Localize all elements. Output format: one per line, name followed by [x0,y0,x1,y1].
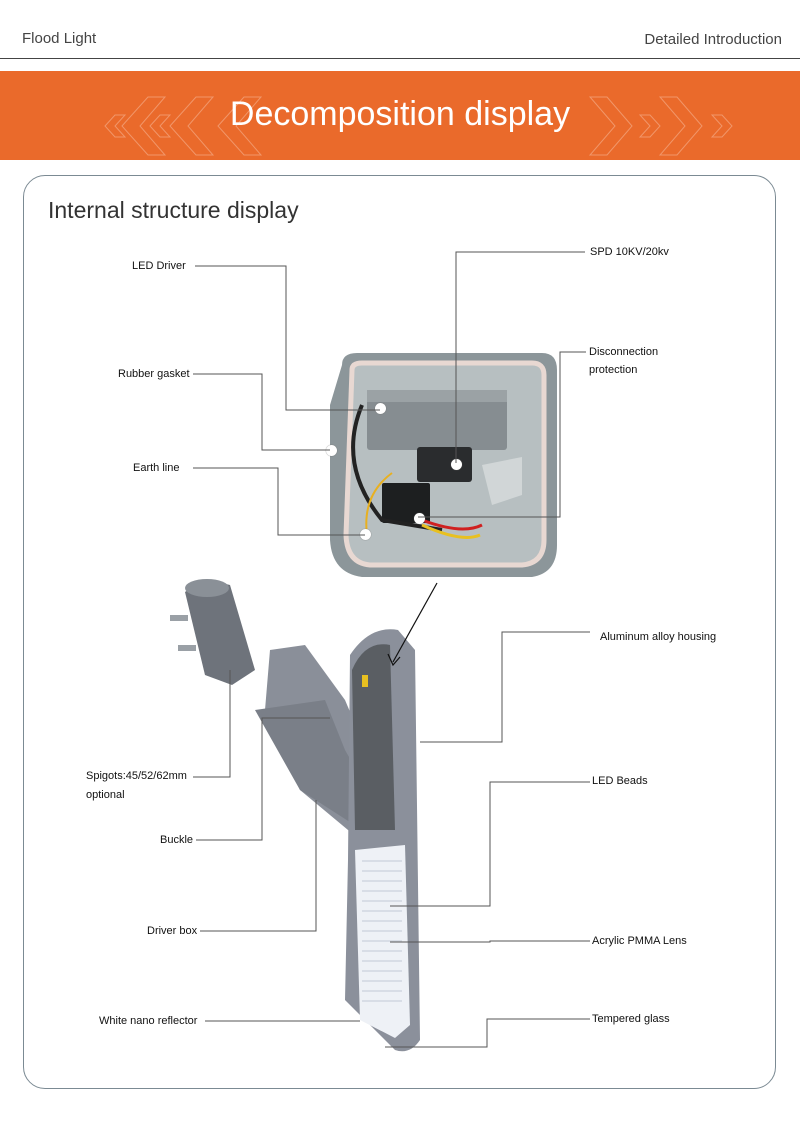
callout-acrylic-lens: Acrylic PMMA Lens [592,935,687,947]
banner-title: Decomposition display [229,95,571,133]
callout-disconnection-line1: Disconnection [589,346,659,358]
disconnection-marker [414,513,425,524]
earth-marker [360,529,371,540]
callout-white-reflector: White nano reflector [99,1015,198,1027]
led-driver-marker [375,403,386,414]
callout-spigots-line1: Spigots:45/52/62mm [86,770,187,782]
callout-rubber-gasket: Rubber gasket [118,368,190,380]
callout-led-beads: LED Beads [592,775,648,787]
gasket-marker [326,445,337,456]
header-left-title: Flood Light [22,30,97,47]
callout-disconnection-line2: protection [589,364,638,376]
callout-spigots-line2: optional [86,789,125,801]
spd-marker [451,459,462,470]
callout-driver-box: Driver box [147,925,198,937]
callout-aluminum-housing: Aluminum alloy housing [600,631,717,643]
callout-led-driver: LED Driver [132,260,186,272]
callout-buckle: Buckle [160,834,194,846]
callout-spd: SPD 10KV/20kv [590,246,669,258]
section-title: Internal structure display [48,197,299,223]
callout-earth-line: Earth line [133,462,180,474]
content-panel [23,175,776,1089]
header-divider [0,58,800,59]
section-banner: Decomposition display [0,71,800,160]
chevron-decoration-icon [104,96,733,156]
header-right-title: Detailed Introduction [644,31,782,48]
street-light-photo [170,579,420,1052]
callout-tempered-glass: Tempered glass [592,1013,670,1025]
